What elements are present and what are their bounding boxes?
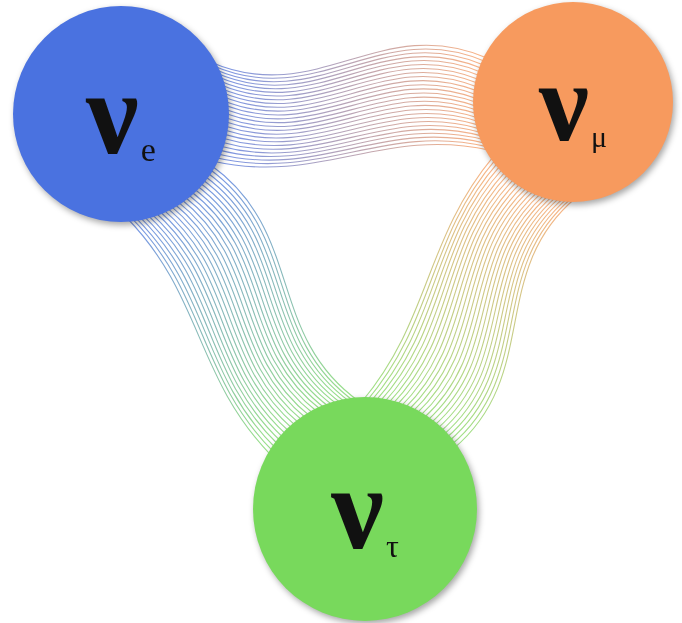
bundle-strand [379,168,503,402]
symbol-group: νμ [539,46,607,158]
bundle-strand [221,68,480,96]
bundle-strand [375,165,501,402]
bundle-strand [218,60,482,88]
bundle-strand [131,217,274,452]
bundle-strand [190,191,325,409]
bundle-strand [434,195,549,426]
bundle-strand [147,214,284,438]
bundle-strand [396,178,515,406]
bundle-strand [392,176,512,405]
neutrino-symbol: ν [539,46,589,158]
bundle-strand [143,215,281,441]
flavour-subscript: τ [386,530,399,562]
oscillation-bundle [211,45,490,167]
neutrino-circle: νμ [473,2,673,202]
bundle-strand [139,216,279,445]
bundle-strand [151,213,287,435]
bundle-strand [155,212,290,432]
bundle-strand [187,194,321,411]
circle-fill [13,6,229,222]
bundle-strand [159,211,293,430]
label-row: νμ [473,2,673,202]
neutrino-symbol: ν [86,55,139,173]
bundle-strand [193,188,329,407]
neutrino-circle: ντ [253,397,477,621]
bundle-strand [366,159,496,401]
flavour-subscript: μ [591,122,607,152]
label-row: ντ [253,397,477,621]
flavour-subscript: e [141,133,156,167]
bundle-strand [213,144,490,167]
bundle-strand [388,173,509,404]
bundle-strand [202,179,342,404]
bundle-strand [362,156,494,401]
bundle-strand [215,53,485,82]
bundle-strand [371,162,499,401]
bundle-strand [219,64,480,92]
bundle-strand [451,198,572,445]
label-row: νe [13,6,229,222]
bundle-strand [384,171,507,403]
bundle-strand [127,218,272,456]
neutrino-circle: νe [13,6,229,222]
bundle-strand [211,165,359,401]
bundle-strand [216,57,483,86]
symbol-group: νe [86,55,156,173]
circle-fill [473,2,673,202]
neutrino-symbol: ν [331,450,384,568]
bundle-strand [135,217,276,449]
symbol-group: ντ [331,450,399,568]
circle-fill [253,397,477,621]
